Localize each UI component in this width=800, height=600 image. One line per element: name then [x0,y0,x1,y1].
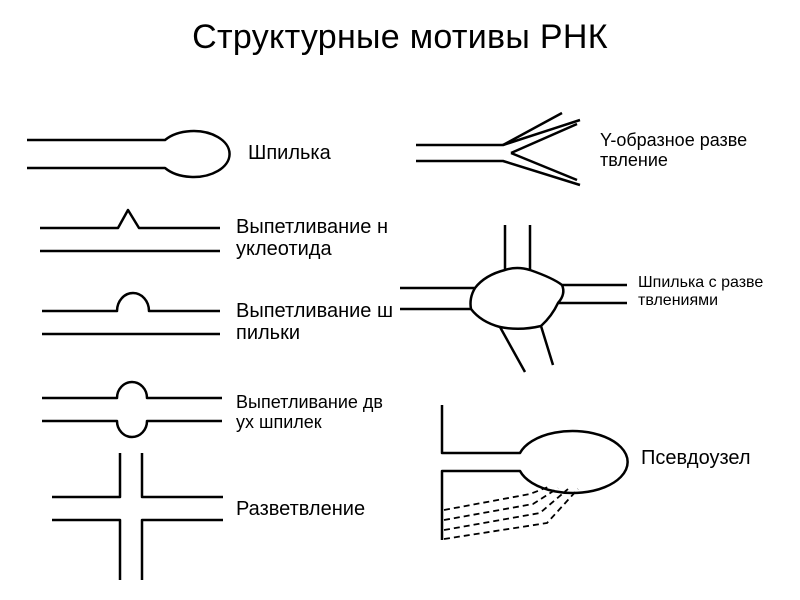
slide-title: Структурные мотивы РНК [192,18,608,56]
label-branching: Разветвление [236,498,366,520]
label-two-hairpin-bulge: Выпетливание двух шпилек [236,392,383,432]
label-branched-hairpin: Шпилька с разветвлениями [638,274,764,309]
branching-motif [52,453,223,580]
label-hairpin: Шпилька [248,142,331,164]
nucleotide-bulge-motif [40,208,220,253]
label-y-branching: Y-образное разветвление [600,130,748,170]
label-pseudoknot: Псевдоузел [641,447,751,469]
label-hairpin-bulge: Выпетливание шпильки [236,300,394,344]
pseudoknot-motif [440,405,629,540]
two-hairpin-bulge-motif [42,380,222,439]
hairpin-motif [27,129,231,179]
branched-hairpin-motif [400,225,627,373]
y-branching-motif [416,111,581,187]
label-nucleotide-bulge: Выпетливание нуклеотида [236,216,389,260]
hairpin-bulge-motif [42,291,220,336]
